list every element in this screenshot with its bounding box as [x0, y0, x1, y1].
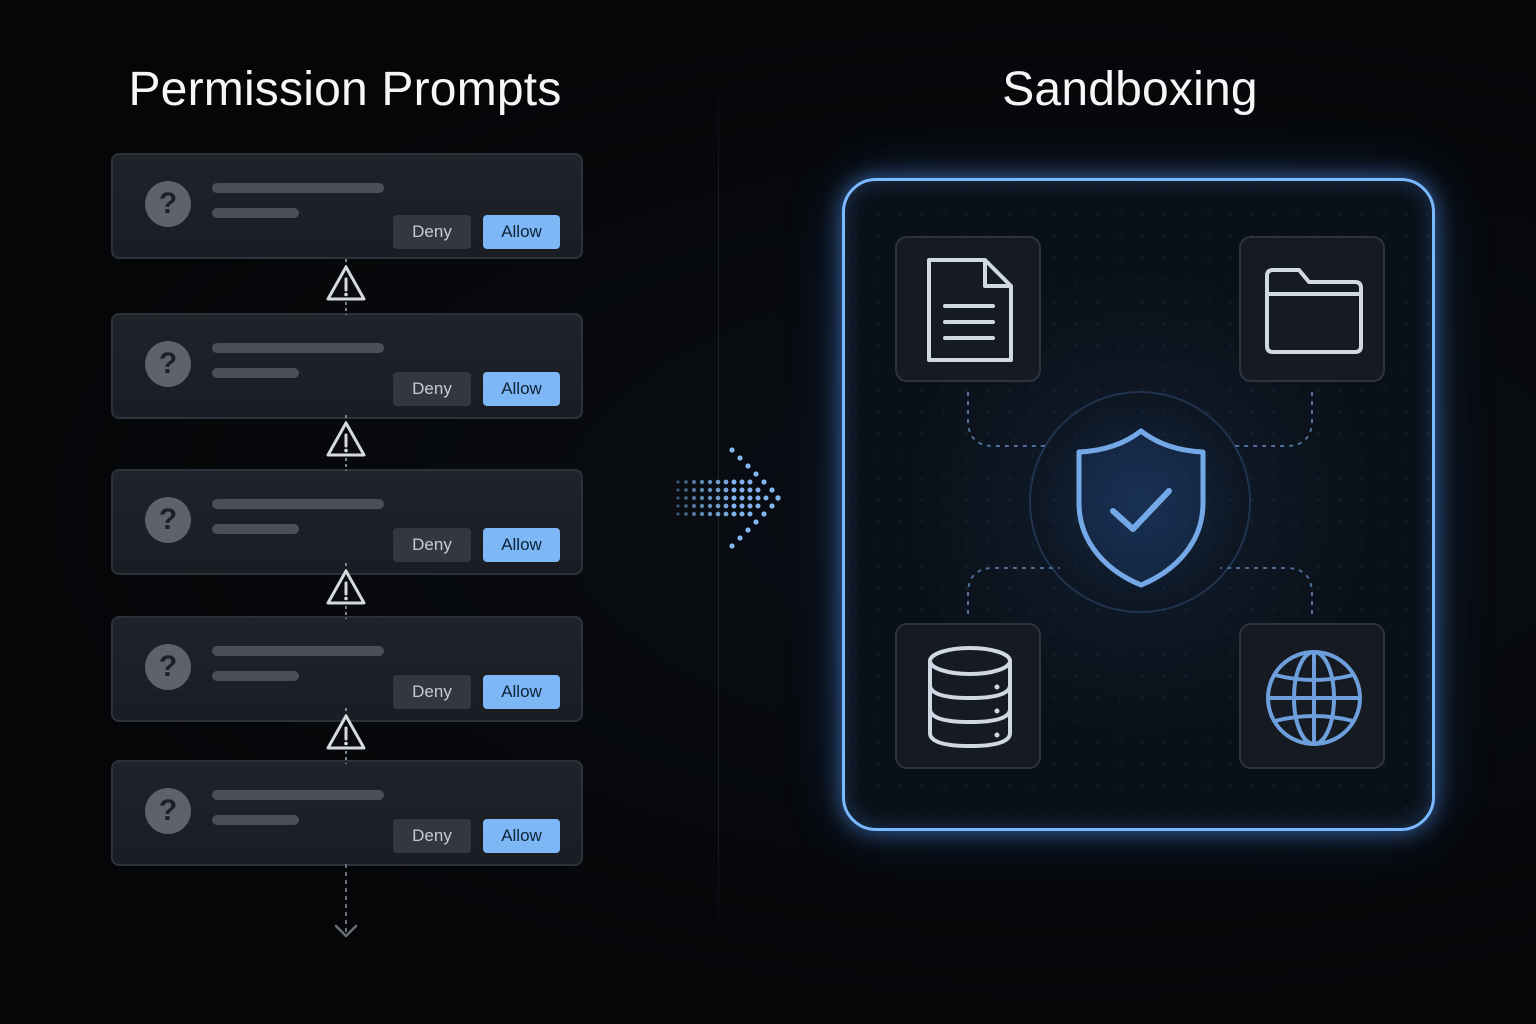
text-placeholder-line — [212, 208, 299, 218]
allow-button[interactable]: Allow — [483, 819, 560, 853]
text-placeholder-line — [212, 368, 299, 378]
text-placeholder-line — [212, 671, 299, 681]
globe-tile — [1239, 623, 1385, 769]
text-placeholder-line — [212, 646, 384, 656]
permission-prompt-card: ? Deny Allow — [111, 616, 583, 722]
warning-icon — [326, 259, 366, 315]
text-placeholder-line — [212, 343, 384, 353]
deny-button[interactable]: Deny — [393, 372, 471, 406]
allow-button[interactable]: Allow — [483, 215, 560, 249]
panel-divider — [718, 70, 719, 950]
text-placeholder-line — [212, 499, 384, 509]
question-icon: ? — [145, 497, 191, 543]
deny-button[interactable]: Deny — [393, 528, 471, 562]
allow-button[interactable]: Allow — [483, 675, 560, 709]
text-placeholder-line — [212, 183, 384, 193]
warning-icon — [326, 415, 366, 471]
database-icon — [928, 646, 1012, 749]
arrow-down-icon — [334, 864, 358, 938]
deny-button[interactable]: Deny — [393, 819, 471, 853]
warning-icon — [326, 563, 366, 619]
question-icon: ? — [145, 788, 191, 834]
text-placeholder-line — [212, 790, 384, 800]
question-icon: ? — [145, 644, 191, 690]
dotted-arrow-right-icon — [676, 447, 781, 549]
deny-button[interactable]: Deny — [393, 215, 471, 249]
question-icon: ? — [145, 181, 191, 227]
allow-button[interactable]: Allow — [483, 372, 560, 406]
folder-tile — [1239, 236, 1385, 382]
database-tile — [895, 623, 1041, 769]
permission-prompts-title: Permission Prompts — [128, 63, 562, 116]
text-placeholder-line — [212, 524, 299, 534]
sandboxing-title: Sandboxing — [1002, 63, 1258, 116]
permission-prompt-card: ? Deny Allow — [111, 153, 583, 259]
shield-check-icon — [1076, 428, 1206, 588]
globe-icon — [1266, 650, 1362, 746]
permission-prompt-card: ? Deny Allow — [111, 760, 583, 866]
question-icon: ? — [145, 341, 191, 387]
warning-icon — [326, 708, 366, 764]
allow-button[interactable]: Allow — [483, 528, 560, 562]
deny-button[interactable]: Deny — [393, 675, 471, 709]
permission-prompt-card: ? Deny Allow — [111, 313, 583, 419]
document-icon — [927, 258, 1013, 362]
shield-halo — [1029, 391, 1251, 613]
permission-prompt-card: ? Deny Allow — [111, 469, 583, 575]
text-placeholder-line — [212, 815, 299, 825]
folder-icon — [1265, 268, 1363, 354]
document-tile — [895, 236, 1041, 382]
